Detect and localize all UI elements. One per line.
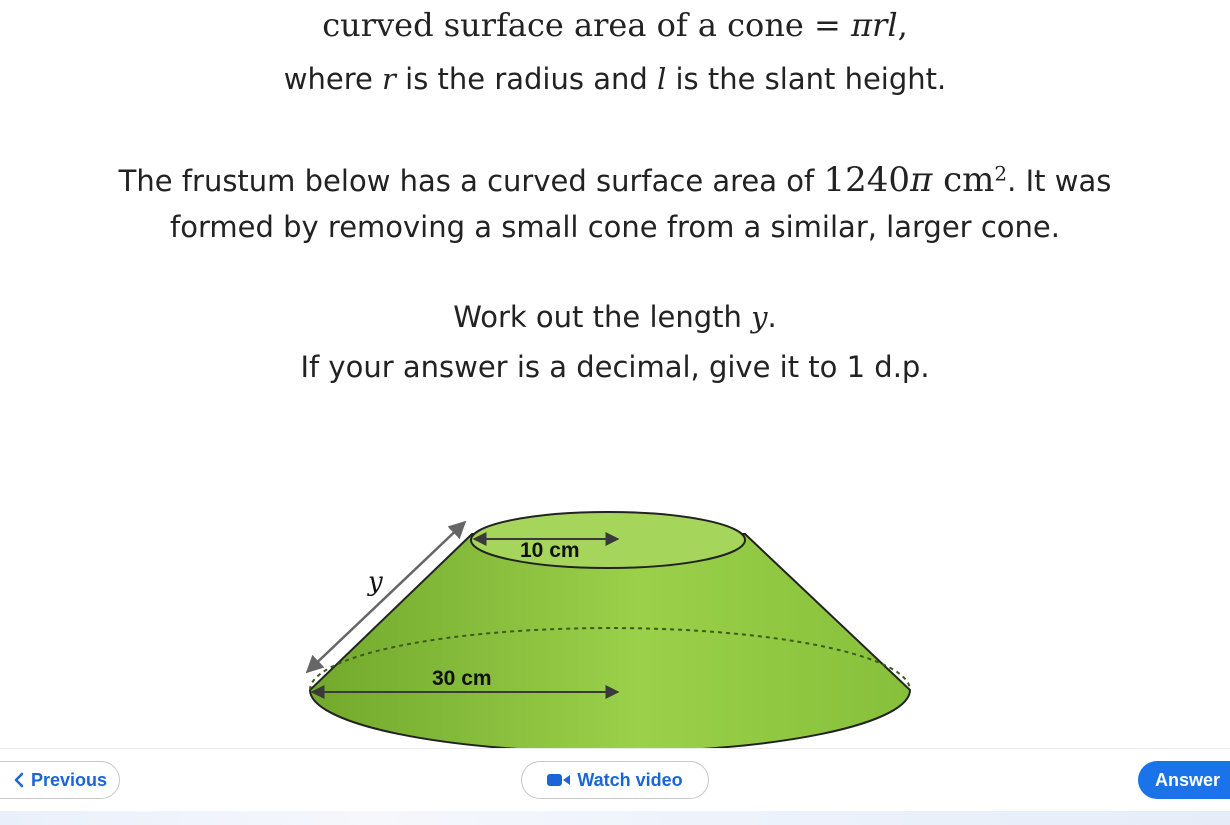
bottom-radius-label: 30 cm: [432, 667, 492, 690]
area-unit: cm: [932, 160, 995, 200]
previous-label: Previous: [30, 769, 108, 790]
answer-label: Answer: [1155, 769, 1221, 790]
formula-equals: =: [803, 6, 852, 44]
chevron-left-icon: [13, 772, 25, 788]
where-text-1: where: [283, 62, 383, 96]
slant-height-arrow: [305, 520, 467, 674]
work-text-2: .: [767, 300, 777, 334]
frustum-diagram: 10 cm 30 cm y: [305, 511, 912, 748]
work-out-line: Work out the length y.: [0, 300, 1230, 334]
question-content: curved surface area of a cone = πrl, whe…: [0, 6, 1230, 748]
frustum-text-1: The frustum below has a curved surface a…: [118, 164, 824, 198]
slant-variable: l: [656, 62, 667, 96]
top-radius-label: 10 cm: [520, 539, 580, 562]
watch-video-button[interactable]: Watch video: [521, 761, 709, 799]
where-text-2: is the radius and: [395, 62, 657, 96]
formula-line: curved surface area of a cone = πrl,: [0, 6, 1230, 44]
formula-comma: ,: [897, 6, 908, 44]
work-text-1: Work out the length: [453, 300, 752, 334]
slant-label: y: [367, 567, 383, 597]
frustum-line-2: formed by removing a small cone from a s…: [170, 210, 1060, 244]
where-line: where r is the radius and l is the slant…: [0, 62, 1230, 96]
formula-text: curved surface area of a cone: [322, 6, 804, 44]
previous-button[interactable]: Previous: [0, 761, 120, 799]
watch-video-label: Watch video: [577, 769, 683, 790]
area-power: 2: [994, 161, 1008, 186]
frustum-text-2: . It was: [1007, 164, 1112, 198]
area-pi: π: [909, 160, 933, 200]
area-value: 1240: [823, 160, 910, 200]
frustum-line-1: The frustum below has a curved surface a…: [0, 160, 1230, 200]
radius-variable: r: [382, 62, 396, 96]
footer-bar: Previous Watch video Answer: [0, 748, 1230, 825]
answer-button[interactable]: Answer: [1138, 761, 1230, 799]
work-variable: y: [751, 300, 768, 334]
where-text-3: is the slant height.: [666, 62, 947, 96]
decimal-instruction: If your answer is a decimal, give it to …: [300, 350, 930, 384]
footer-strip: [0, 811, 1230, 825]
video-camera-icon: [547, 773, 571, 787]
formula-math: πrl: [851, 6, 898, 44]
